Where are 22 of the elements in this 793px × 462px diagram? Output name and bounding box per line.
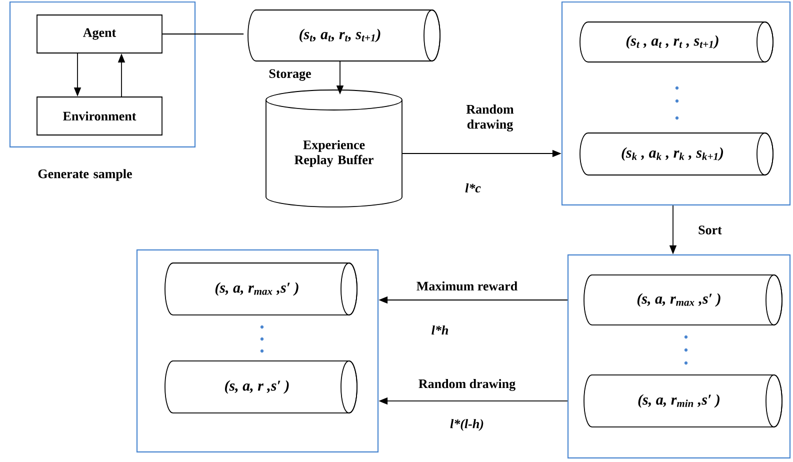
process-box: Environment — [36, 96, 162, 136]
group-box — [136, 249, 379, 453]
edge-label: Storage — [268, 68, 312, 82]
data-cylinder: (s, a, r$_{max}$ ,s′ ) — [584, 274, 782, 326]
data-cylinder: (s$_{t}$, a$_{t}$, r$_{t}$, s$_{t+1}$) — [248, 10, 440, 62]
process-box: Agent — [36, 14, 162, 54]
node-label: Generate sample — [38, 169, 132, 181]
edge-label: Random drawing — [456, 104, 524, 132]
data-cylinder: (s, a, r ,s′ ) — [164, 360, 358, 414]
rate-label: l*c — [465, 183, 481, 193]
data-cylinder: (s, a, r$_{max}$ ,s′ ) — [164, 262, 358, 316]
rate-label: l*(l-h) — [450, 419, 484, 431]
data-cylinder: (s, a, r$_{min}$ ,s′ ) — [584, 374, 782, 428]
data-cylinder: (s$_{k}$ , a$_{k}$ , r$_{k}$ , s$_{k+1}$) — [580, 132, 774, 176]
storage-cylinder: Experience Replay Buffer — [266, 90, 402, 208]
edge-label: Maximum reward — [415, 280, 519, 292]
edge-label: Random drawing — [417, 378, 517, 392]
group-box — [567, 254, 791, 459]
data-cylinder: (s$_{t}$ , a$_{t}$ , r$_{t}$ , s$_{t+1}$) — [580, 22, 774, 62]
rate-label: l*h — [432, 325, 448, 334]
edge-label: Sort — [697, 224, 723, 236]
group-box — [561, 1, 791, 206]
